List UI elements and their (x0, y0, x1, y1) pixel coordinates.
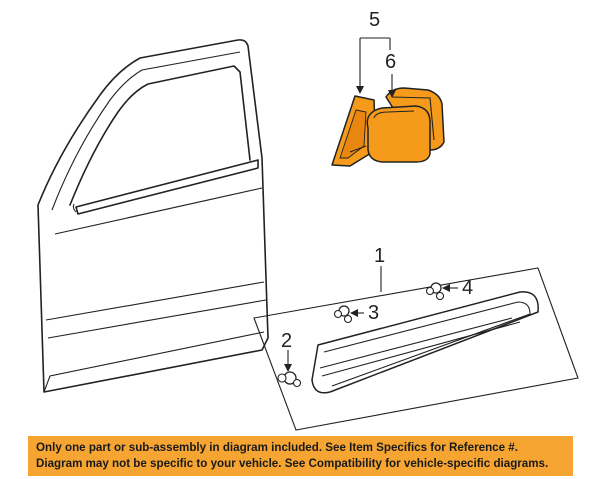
callout-5: 5 (369, 9, 380, 31)
clip-2 (277, 371, 302, 388)
callout-6: 6 (385, 51, 396, 73)
leader-lines (284, 37, 458, 372)
moulding-panel (253, 267, 579, 431)
disclaimer-line-2: Diagram may not be specific to your vehi… (36, 457, 549, 470)
callout-3: 3 (368, 302, 379, 324)
clip-4 (425, 282, 445, 301)
disclaimer-line-1: Only one part or sub-assembly in diagram… (36, 441, 518, 454)
callout-4: 4 (462, 277, 473, 299)
callout-1: 1 (374, 245, 385, 267)
callout-2: 2 (281, 330, 292, 352)
clip-3 (333, 305, 353, 324)
disclaimer-banner: Only one part or sub-assembly in diagram… (28, 436, 573, 476)
outside-mirror (331, 87, 445, 167)
front-door (37, 39, 269, 393)
